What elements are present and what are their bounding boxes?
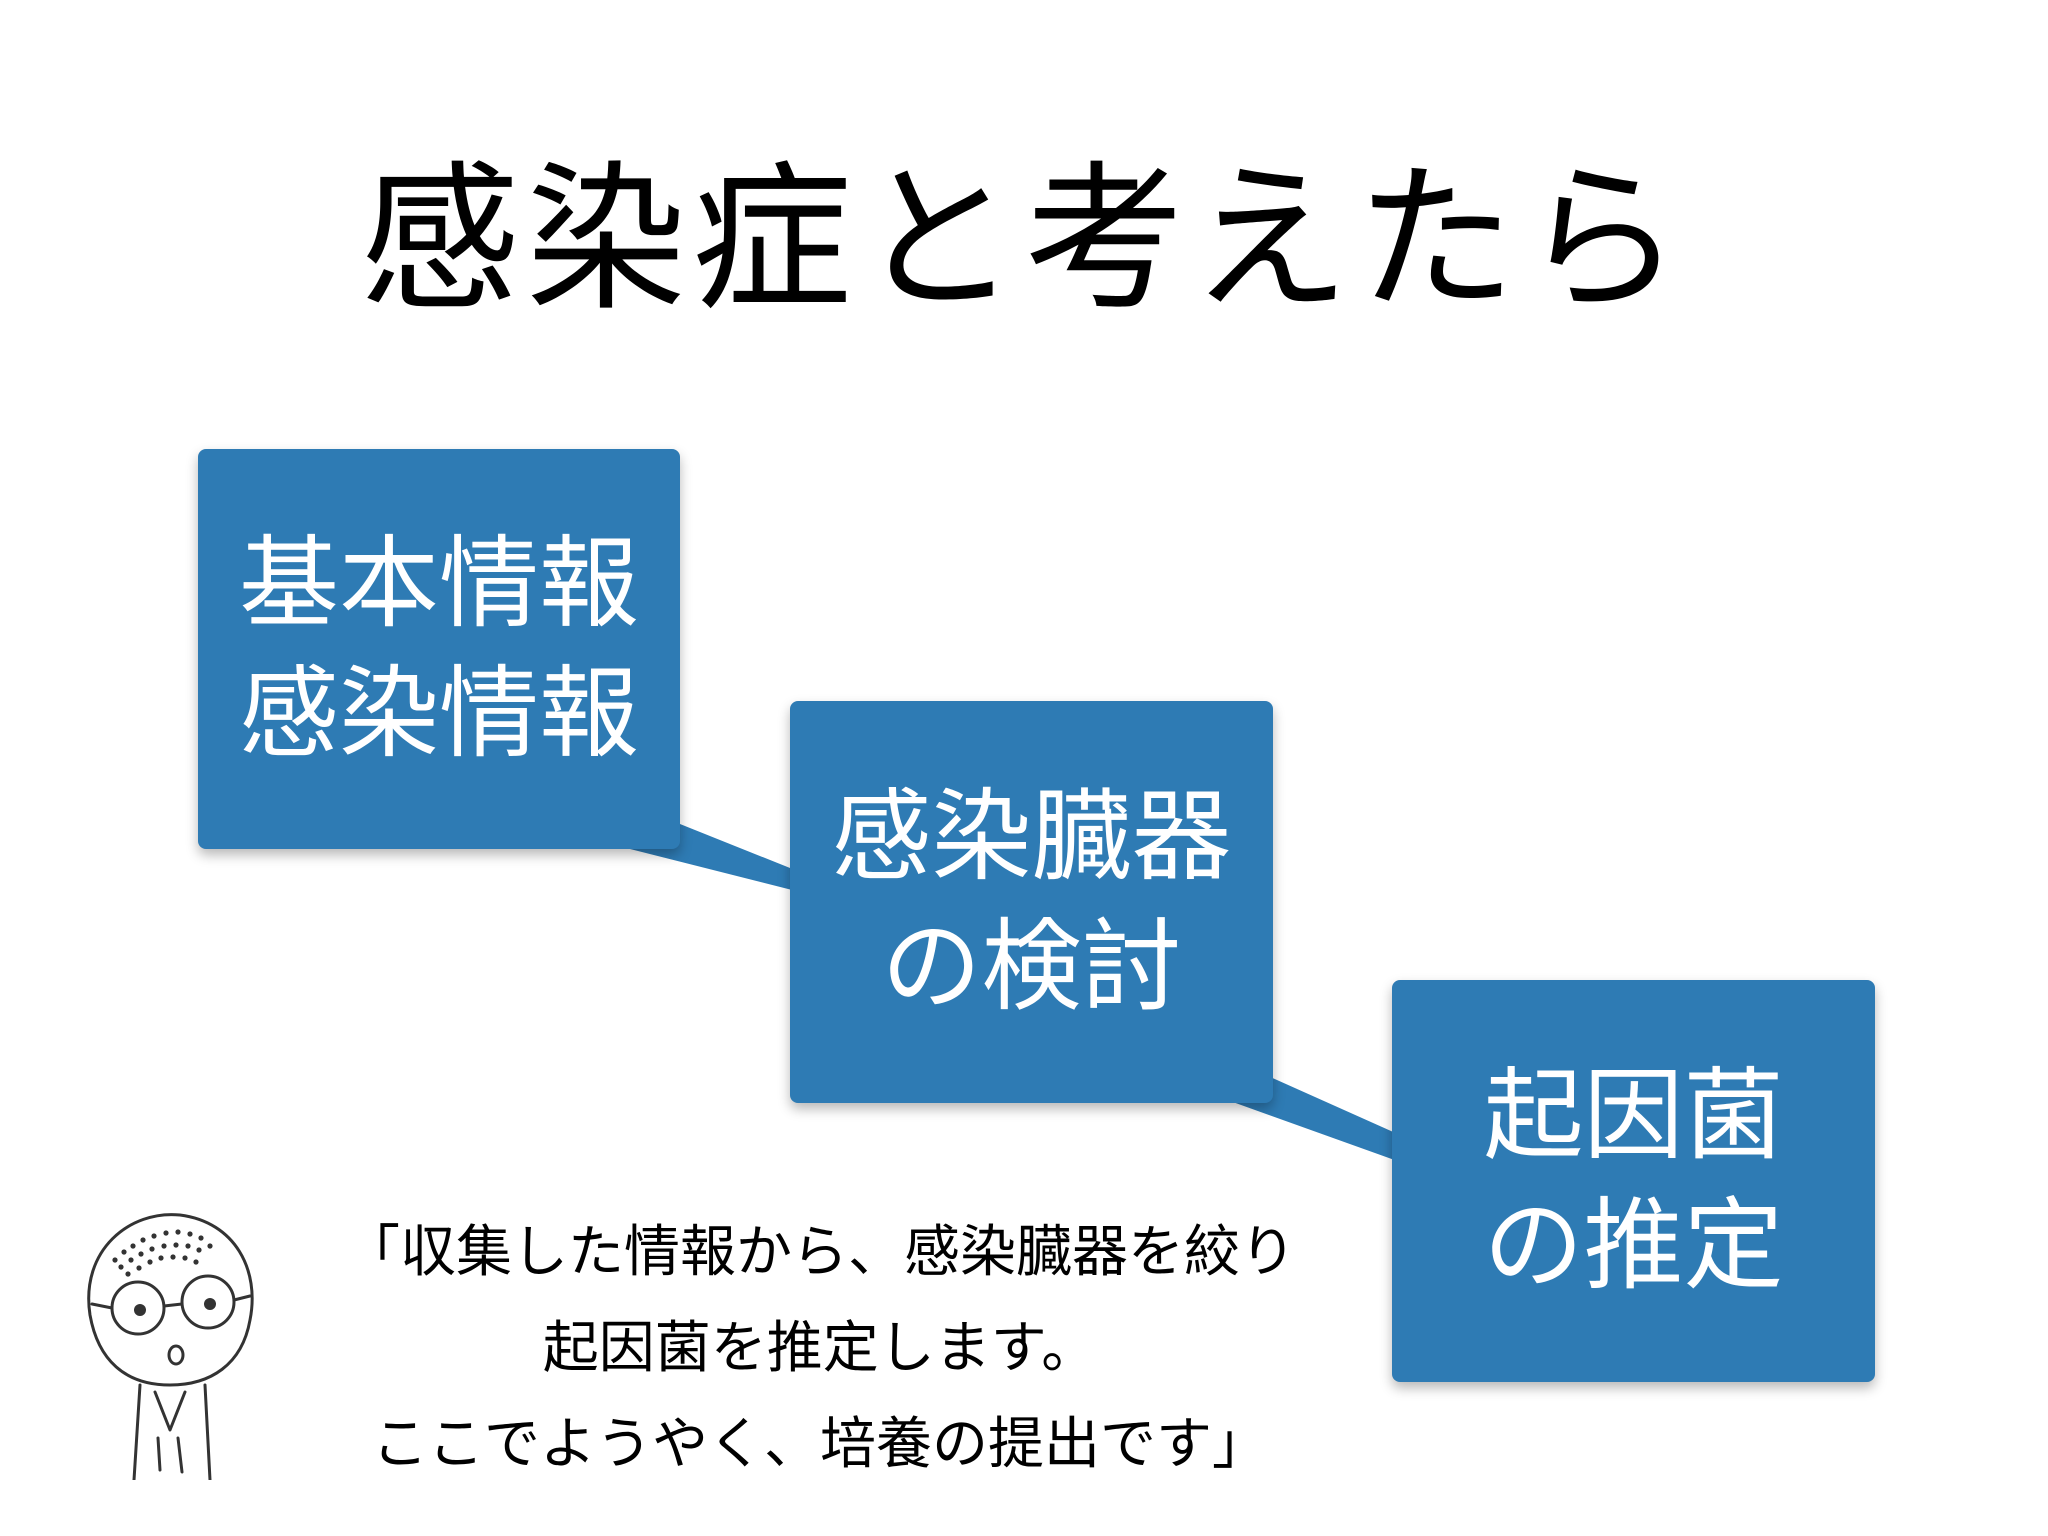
caption-line-3: ここでようやく、培養の提出です」 bbox=[372, 1412, 1268, 1477]
doctor-character-icon bbox=[87, 1213, 254, 1480]
slide-title: 感染症と考えたら bbox=[359, 146, 1688, 333]
box-basic-info-line-1: 基本情報 bbox=[239, 525, 639, 642]
box-pathogen-line-2: の推定 bbox=[1483, 1187, 1784, 1304]
box-infected-organ-line-2: の検討 bbox=[881, 908, 1182, 1025]
caption-line-1: 「収集した情報から、感染臓器を絞り bbox=[344, 1220, 1296, 1285]
box-pathogen: 起因菌 の推定 bbox=[1392, 980, 1875, 1382]
box-basic-info: 基本情報 感染情報 bbox=[198, 449, 680, 849]
box-pathogen-line-1: 起因菌 bbox=[1483, 1057, 1784, 1174]
caption-line-2: 起因菌を推定します。 bbox=[542, 1316, 1098, 1381]
speech-caption: 「収集した情報から、感染臓器を絞り 起因菌を推定します。 ここでようやく、培養の… bbox=[300, 1205, 1340, 1493]
box-infected-organ: 感染臓器 の検討 bbox=[790, 701, 1273, 1103]
box-infected-organ-line-1: 感染臓器 bbox=[831, 778, 1232, 895]
box-basic-info-line-2: 感染情報 bbox=[239, 655, 639, 772]
